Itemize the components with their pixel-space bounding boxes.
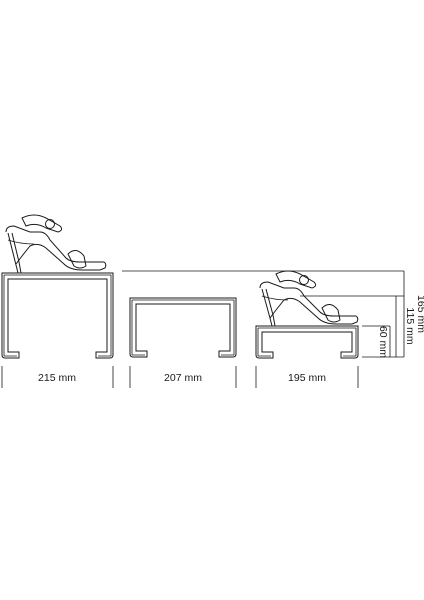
- height-leaders: [122, 270, 404, 358]
- sandal-icon: [259, 270, 359, 327]
- height-dimension-lines: [389, 271, 405, 357]
- height-riser-label: 60 mm: [377, 326, 389, 358]
- height-mid-label: 115 mm: [404, 307, 416, 344]
- width-small-label: 195 mm: [288, 372, 326, 384]
- width-dimension-large: [1, 366, 114, 388]
- width-dimension-medium: [129, 366, 237, 388]
- riser-medium: [129, 297, 237, 358]
- width-medium-label: 207 mm: [164, 372, 202, 384]
- width-large-label: 215 mm: [38, 372, 76, 384]
- sandal-icon: [5, 214, 107, 274]
- width-dimension-small: [255, 366, 359, 388]
- riser-small: [255, 325, 359, 359]
- riser-large: [1, 272, 114, 359]
- height-total-label: 165 mm: [415, 295, 424, 333]
